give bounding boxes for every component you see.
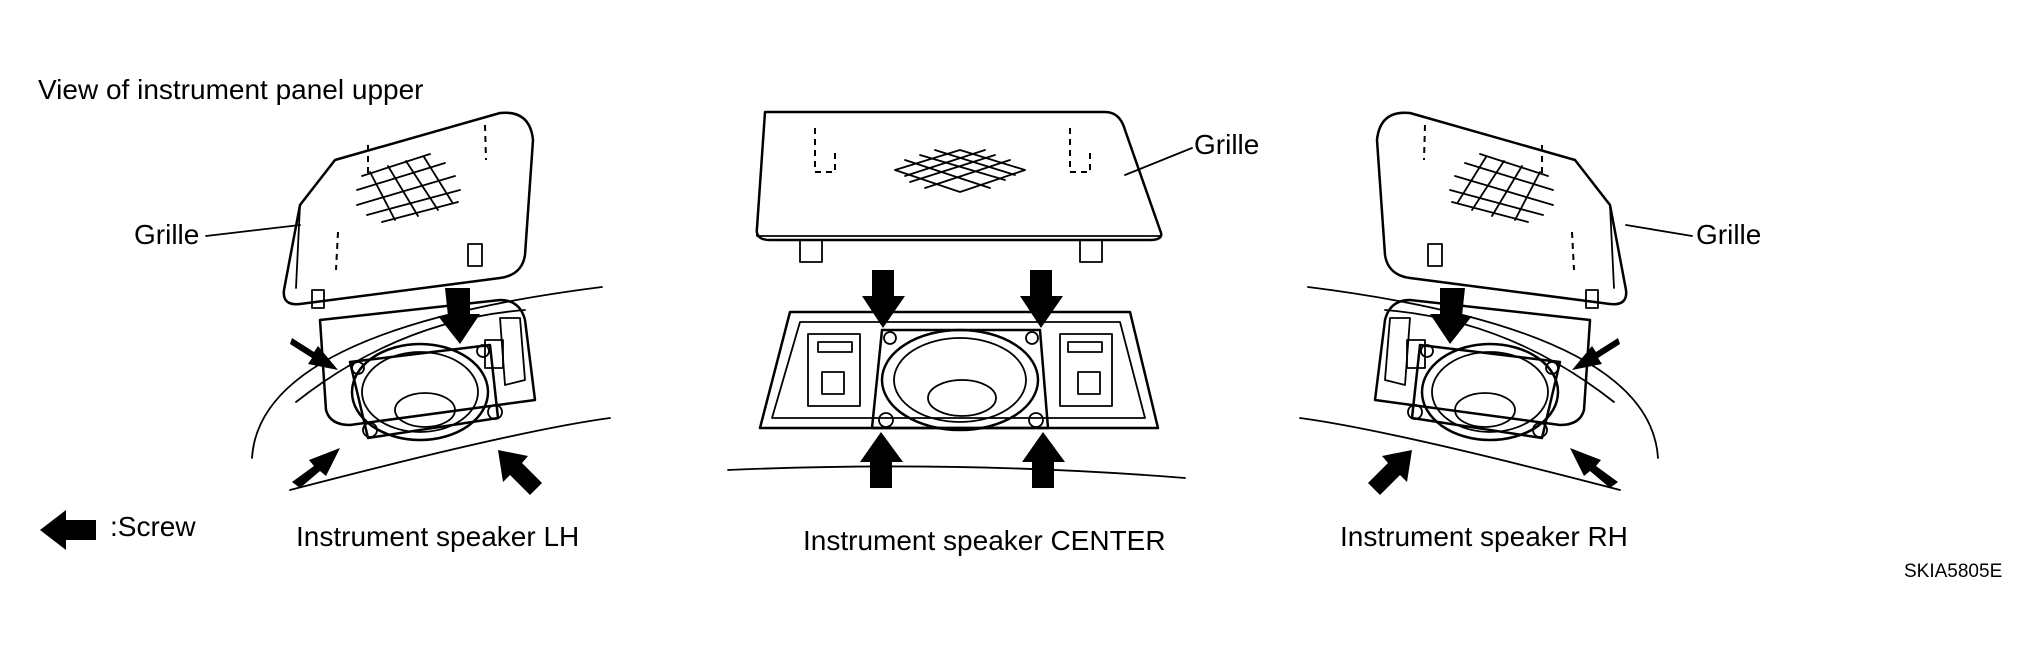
- grille-label-rh: Grille: [1696, 219, 1762, 250]
- grille-label-center: Grille: [1194, 129, 1260, 160]
- leader-line-grille-center: [1124, 147, 1193, 176]
- screw-legend-label: :Screw: [110, 511, 196, 542]
- grille-mesh-lh: [356, 153, 461, 223]
- view-title: View of instrument panel upper: [38, 74, 424, 105]
- screw-arrows-lh: [290, 288, 542, 495]
- speaker-rh-label: Instrument speaker RH: [1340, 521, 1628, 552]
- screw-arrows-rh: [1368, 288, 1620, 495]
- grille-center: [755, 110, 1163, 263]
- screw-arrows-center: [860, 270, 1065, 488]
- speaker-rh: [1406, 339, 1562, 442]
- grille-mesh-center: [894, 149, 1026, 193]
- speaker-lh-label: Instrument speaker LH: [296, 521, 580, 552]
- panel-center: [727, 310, 1186, 479]
- speaker-center-label: Instrument speaker CENTER: [803, 525, 1166, 556]
- speaker-center: [870, 328, 1050, 432]
- screw-legend-arrow-icon: [40, 510, 96, 550]
- grille-lh: [282, 111, 535, 309]
- panel-rh: [1299, 286, 1659, 491]
- speaker-lh: [348, 339, 504, 442]
- leader-line-grille-lh: [205, 224, 301, 237]
- grille-label-lh: Grille: [134, 219, 200, 250]
- figure-code: SKIA5805E: [1904, 561, 2003, 582]
- panel-lh: [251, 286, 611, 491]
- grille-mesh-rh: [1449, 153, 1554, 223]
- grille-rh: [1375, 111, 1628, 309]
- leader-line-grille-rh: [1625, 224, 1693, 237]
